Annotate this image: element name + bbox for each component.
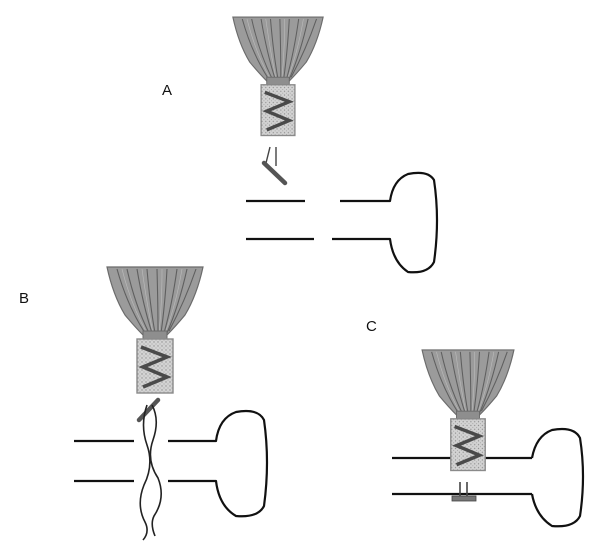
suture-thread	[149, 404, 162, 537]
panel-a-label: A	[162, 82, 172, 99]
panel-b-vessel	[74, 409, 269, 518]
panel-a-vessel	[246, 171, 439, 274]
panel-b-label: B	[19, 290, 29, 307]
panel-c: C	[366, 318, 585, 528]
pouch-outline	[530, 427, 585, 528]
panel-c-vessel	[392, 427, 585, 528]
panel-b-threads	[139, 404, 162, 541]
panel-b-device	[105, 265, 205, 423]
panel-c-device	[420, 348, 516, 502]
panel-b: B	[19, 265, 269, 541]
panel-c-label: C	[366, 318, 377, 335]
anchor-bar-icon	[451, 495, 477, 502]
panel-a-device	[231, 15, 325, 186]
pouch-outline	[332, 171, 439, 274]
occluder-device-icon	[105, 265, 205, 395]
suture-thread	[139, 404, 151, 541]
occluder-device-icon	[231, 15, 325, 138]
occluder-device-icon	[420, 348, 516, 473]
anchor-bar-icon	[261, 160, 288, 186]
anchor-bar-icon	[136, 397, 161, 423]
panel-a: A	[162, 15, 439, 274]
pouch-outline	[168, 409, 269, 518]
